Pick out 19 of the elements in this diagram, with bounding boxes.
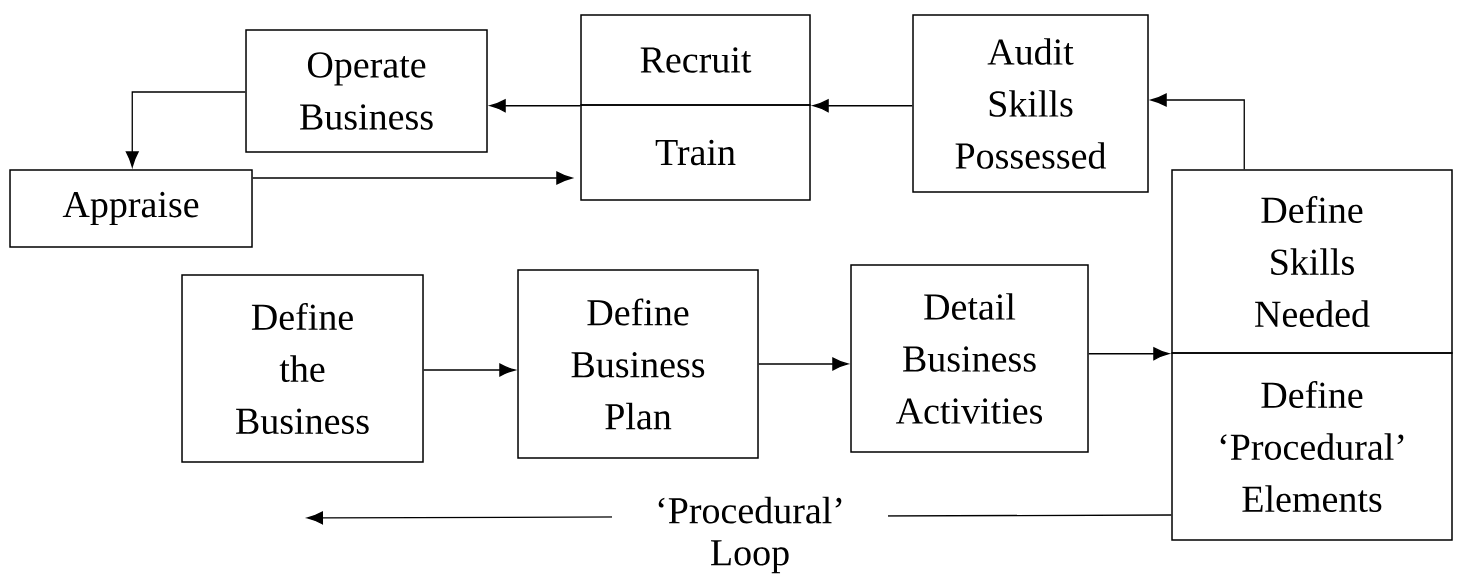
process-box: Define the Business (181, 274, 424, 463)
process-box: Appraise (9, 169, 253, 248)
process-box: Recruit (580, 14, 811, 106)
process-box: Define Skills Needed (1171, 169, 1453, 354)
arrow (252, 171, 573, 185)
process-box: Detail Business Activities (850, 264, 1089, 453)
arrow (423, 363, 516, 377)
arrow (1088, 347, 1170, 361)
arrow (758, 357, 849, 371)
process-box: Audit Skills Possessed (912, 14, 1149, 193)
process-box: Define Business Plan (517, 269, 759, 459)
process-box: Define ‘Procedural’ Elements (1171, 352, 1453, 541)
process-box: Train (580, 104, 811, 201)
process-box: Operate Business (245, 29, 488, 153)
arrow (812, 99, 913, 113)
edge-label: ‘Procedural’ Loop (612, 493, 888, 577)
arrow (489, 99, 581, 113)
arrow (1150, 93, 1245, 170)
arrow (125, 91, 246, 168)
